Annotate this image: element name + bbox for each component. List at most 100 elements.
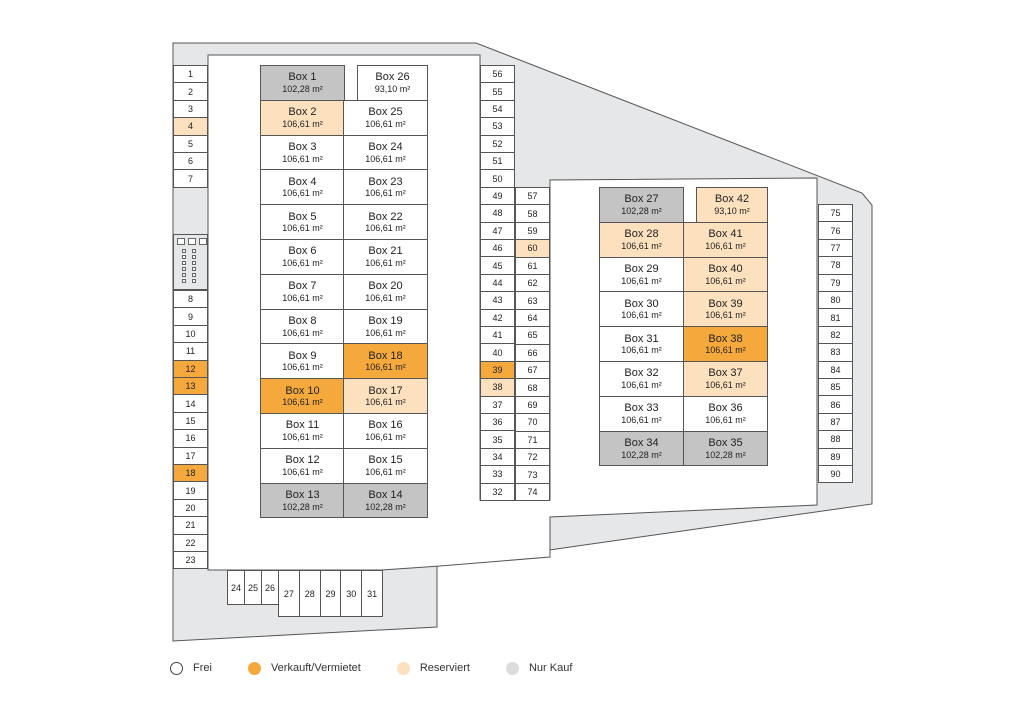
parking-space-45[interactable]: 45 — [480, 256, 515, 275]
parking-space-40[interactable]: 40 — [480, 343, 515, 362]
parking-space-55[interactable]: 55 — [480, 82, 515, 101]
parking-space-18[interactable]: 18 — [173, 464, 208, 483]
parking-space-39[interactable]: 39 — [480, 360, 515, 380]
parking-space-4[interactable]: 4 — [173, 117, 208, 136]
parking-space-46[interactable]: 46 — [480, 239, 515, 258]
parking-space-7[interactable]: 7 — [173, 169, 208, 188]
parking-space-84[interactable]: 84 — [818, 360, 853, 379]
parking-space-29[interactable]: 29 — [319, 570, 342, 617]
parking-space-51[interactable]: 51 — [480, 152, 515, 171]
parking-space-8[interactable]: 8 — [173, 290, 208, 309]
parking-space-77[interactable]: 77 — [818, 238, 853, 258]
parking-space-25[interactable]: 25 — [244, 570, 262, 605]
parking-space-66[interactable]: 66 — [515, 343, 550, 362]
parking-space-68[interactable]: 68 — [515, 378, 550, 397]
parking-space-65[interactable]: 65 — [515, 326, 550, 345]
parking-space-72[interactable]: 72 — [515, 448, 550, 467]
parking-space-52[interactable]: 52 — [480, 134, 515, 153]
parking-space-19[interactable]: 19 — [173, 481, 208, 500]
parking-space-48[interactable]: 48 — [480, 204, 515, 223]
parking-space-35[interactable]: 35 — [480, 430, 515, 449]
parking-space-17[interactable]: 17 — [173, 446, 208, 465]
parking-space-88[interactable]: 88 — [818, 430, 853, 449]
parking-space-30[interactable]: 30 — [340, 570, 363, 617]
parking-space-76[interactable]: 76 — [818, 221, 853, 240]
parking-space-47[interactable]: 47 — [480, 221, 515, 240]
parking-space-33[interactable]: 33 — [480, 465, 515, 484]
parking-space-53[interactable]: 53 — [480, 117, 515, 136]
parking-space-38[interactable]: 38 — [480, 378, 515, 397]
parking-space-10[interactable]: 10 — [173, 324, 208, 344]
parking-space-13[interactable]: 13 — [173, 377, 208, 396]
parking-space-36[interactable]: 36 — [480, 413, 515, 432]
parking-space-21[interactable]: 21 — [173, 516, 208, 535]
parking-space-74[interactable]: 74 — [515, 482, 550, 502]
parking-space-60[interactable]: 60 — [515, 239, 550, 258]
parking-space-15[interactable]: 15 — [173, 411, 208, 431]
parking-space-16[interactable]: 16 — [173, 429, 208, 448]
parking-space-73[interactable]: 73 — [515, 465, 550, 484]
parking-space-27[interactable]: 27 — [278, 570, 300, 617]
parking-space-44[interactable]: 44 — [480, 273, 515, 293]
parking-space-86[interactable]: 86 — [818, 395, 853, 414]
parking-space-54[interactable]: 54 — [480, 99, 515, 119]
parking-space-34[interactable]: 34 — [480, 447, 515, 467]
parking-space-37[interactable]: 37 — [480, 395, 515, 414]
parking-space-87[interactable]: 87 — [818, 412, 853, 432]
parking-space-26[interactable]: 26 — [261, 570, 279, 605]
parking-space-70[interactable]: 70 — [515, 413, 550, 432]
parking-space-49[interactable]: 49 — [480, 186, 515, 206]
parking-space-75[interactable]: 75 — [818, 204, 853, 223]
parking-space-69[interactable]: 69 — [515, 395, 550, 415]
parking-space-1[interactable]: 1 — [173, 65, 208, 84]
parking-space-58[interactable]: 58 — [515, 204, 550, 223]
parking-space-82[interactable]: 82 — [818, 325, 853, 345]
parking-space-2[interactable]: 2 — [173, 82, 208, 101]
parking-space-67[interactable]: 67 — [515, 361, 550, 380]
parking-space-57[interactable]: 57 — [515, 187, 550, 206]
parking-space-50[interactable]: 50 — [480, 169, 515, 188]
parking-space-42[interactable]: 42 — [480, 308, 515, 327]
parking-space-9[interactable]: 9 — [173, 307, 208, 326]
parking-space-43[interactable]: 43 — [480, 291, 515, 310]
parking-space-6[interactable]: 6 — [173, 152, 208, 171]
parking-space-79[interactable]: 79 — [818, 273, 853, 292]
parking-space-71[interactable]: 71 — [515, 430, 550, 449]
parking-space-24[interactable]: 24 — [227, 570, 245, 605]
parking-space-3[interactable]: 3 — [173, 99, 208, 119]
parking-space-23[interactable]: 23 — [173, 551, 208, 570]
parking-space-78[interactable]: 78 — [818, 256, 853, 275]
parking-space-32[interactable]: 32 — [480, 482, 515, 501]
parking-space-89[interactable]: 89 — [818, 447, 853, 466]
